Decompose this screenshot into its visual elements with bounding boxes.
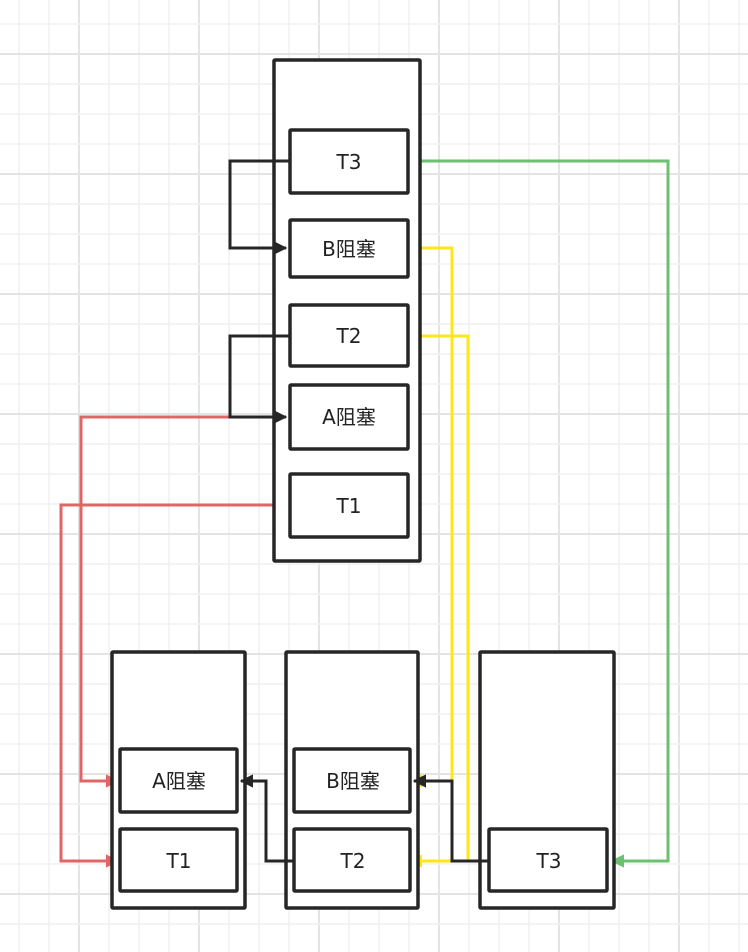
stack-2-item-b-blocked[interactable] xyxy=(292,747,412,814)
stack-1-item-t1[interactable] xyxy=(118,827,239,893)
connector-yellow-t2-to-stack2-t2[interactable] xyxy=(408,334,470,868)
connector-red-a-blocked-to-stack1-a-blocked[interactable] xyxy=(79,415,290,788)
stack-1-item-a-blocked[interactable] xyxy=(118,747,239,814)
connector-red-t1-to-stack1-t1[interactable] xyxy=(59,503,290,868)
stack2-b-blocked-label: B阻塞 xyxy=(326,769,380,793)
connector-stack2-t2-to-stack1-a-blocked[interactable] xyxy=(239,774,294,863)
stack3-t3-label: T3 xyxy=(536,849,562,873)
top-item-b-blocked-label: B阻塞 xyxy=(322,237,376,261)
top-item-b-blocked[interactable] xyxy=(288,218,410,279)
top-item-a-blocked-label: A阻塞 xyxy=(322,405,376,429)
connector-t3-to-b-blocked[interactable] xyxy=(228,159,290,255)
stack2-t2-label: T2 xyxy=(340,849,366,873)
top-item-t3-label: T3 xyxy=(336,150,362,174)
connector-stack3-t3-to-stack2-b-blocked[interactable] xyxy=(412,774,488,863)
top-item-t3[interactable] xyxy=(288,128,410,195)
top-item-t2-label: T2 xyxy=(336,324,362,348)
stack1-a-blocked-label: A阻塞 xyxy=(152,769,206,793)
stack-3-item-t3[interactable] xyxy=(487,827,609,893)
top-item-a-blocked[interactable] xyxy=(288,383,410,451)
top-item-t2[interactable] xyxy=(288,303,410,368)
connector-green-t3-to-stack3-t3[interactable] xyxy=(408,159,670,868)
stack-2-item-t2[interactable] xyxy=(292,827,412,893)
top-item-t1[interactable] xyxy=(288,472,410,539)
top-item-t1-label: T1 xyxy=(336,494,362,518)
stack1-t1-label: T1 xyxy=(166,849,192,873)
connector-t2-to-a-blocked[interactable] xyxy=(228,334,290,424)
